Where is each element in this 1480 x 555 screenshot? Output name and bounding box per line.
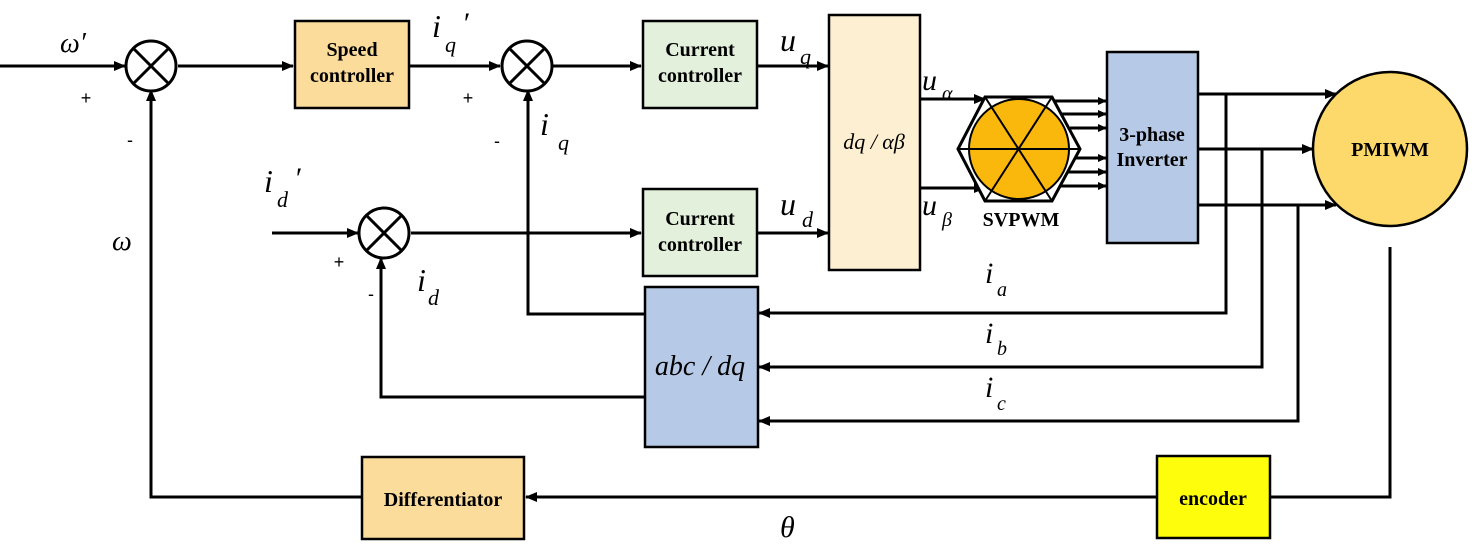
svg-text:i: i (985, 317, 993, 350)
inverter-block: 3-phase Inverter (1105, 50, 1200, 245)
summing-junction-id (357, 206, 411, 260)
svg-text:′: ′ (462, 7, 469, 40)
summing-junction-speed (124, 39, 178, 93)
ib-label: i b (985, 317, 1007, 360)
ic-label: i c (985, 371, 1006, 415)
id-feedback-label: i d (417, 262, 440, 310)
inverter-box (1105, 50, 1200, 245)
current-controller-q-label-2: controller (658, 65, 742, 87)
svg-text:u: u (780, 22, 796, 58)
encoder-label: encoder (1179, 488, 1247, 510)
svg-text:d: d (277, 187, 289, 212)
sign-minus-iq: - (494, 131, 500, 151)
current-controller-d-block: Current controller (641, 187, 759, 278)
svg-text:q: q (445, 32, 456, 57)
svg-text:i: i (432, 8, 441, 44)
wire-id-feedback (376, 257, 645, 399)
svg-text:i: i (985, 257, 993, 290)
summing-junction-iq (500, 39, 554, 93)
svg-text:u: u (780, 186, 796, 222)
dq-alphabeta-label: dq / αβ (843, 129, 905, 154)
svg-text:q: q (800, 44, 811, 69)
dq-alphabeta-box (827, 13, 922, 272)
svg-text:u: u (922, 64, 937, 97)
differentiator-block: Differentiator (360, 455, 526, 541)
differentiator-label: Differentiator (384, 489, 503, 511)
svg-text:β: β (941, 209, 952, 231)
svg-text:d: d (802, 207, 814, 232)
svg-text:′: ′ (294, 162, 301, 195)
speed-controller-label-2: controller (310, 65, 394, 87)
motor-label: PMIWM (1351, 139, 1429, 161)
ubeta-label: u β (922, 189, 952, 231)
current-controller-q-label-1: Current (665, 39, 735, 61)
omega-label: ω (112, 226, 132, 257)
svpwm-block: SVPWM (956, 95, 1082, 231)
speed-controller-block: Speed controller (293, 19, 411, 110)
svg-text:q: q (558, 130, 569, 155)
svg-text:i: i (540, 106, 549, 142)
current-controller-q-block: Current controller (641, 19, 759, 110)
svpwm-label: SVPWM (983, 209, 1060, 231)
svg-text:i: i (417, 262, 426, 298)
svg-text:i: i (985, 371, 993, 404)
theta-label: θ (780, 511, 795, 544)
svg-text:a: a (997, 279, 1007, 301)
svg-text:u: u (922, 189, 937, 222)
ia-label: i a (985, 257, 1007, 301)
current-controller-q-box (641, 19, 759, 110)
svg-text:α: α (942, 83, 953, 105)
svg-text:c: c (997, 393, 1006, 415)
sign-plus-id: + (334, 252, 345, 272)
id-ref-label: i d ′ (264, 162, 301, 212)
motor-circle (1311, 70, 1469, 228)
iq-ref-label: i q ′ (432, 7, 469, 57)
current-controller-d-label-1: Current (665, 208, 735, 230)
wire-ib-feedback (758, 149, 1264, 372)
sign-minus-id: - (368, 284, 374, 304)
svg-text:d: d (428, 285, 440, 310)
sign-plus-speed: + (81, 88, 92, 108)
wire-shaft-to-encoder (1270, 247, 1392, 499)
sign-minus-speed: - (127, 130, 133, 150)
abc-dq-box (643, 285, 760, 449)
current-controller-d-label-2: controller (658, 234, 742, 256)
encoder-block: encoder (1155, 454, 1272, 540)
ud-label: u d (780, 186, 814, 232)
wire-iq-feedback (523, 89, 645, 316)
wire-ic-feedback (758, 205, 1300, 426)
encoder-box (1155, 454, 1272, 540)
omega-ref-label: ω′ (60, 28, 87, 59)
speed-controller-box (293, 19, 411, 110)
current-controller-d-box (641, 187, 759, 278)
signal-wires (0, 61, 1392, 502)
iq-feedback-label: i q (540, 106, 569, 155)
uq-label: u q (780, 22, 811, 69)
wire-ia-feedback (758, 94, 1228, 318)
wire-omega-feedback (146, 89, 361, 499)
inverter-label-1: 3-phase (1119, 124, 1185, 146)
speed-controller-label-1: Speed (326, 39, 377, 61)
sign-plus-iq: + (463, 88, 474, 108)
abc-dq-label: abc / dq (655, 351, 745, 382)
abc-dq-transform-block: abc / dq (643, 285, 760, 449)
ualpha-label: u α (922, 64, 953, 105)
inverter-label-2: Inverter (1116, 149, 1187, 171)
svg-text:i: i (264, 163, 273, 199)
motor-block: PMIWM (1311, 70, 1469, 228)
differentiator-box (360, 455, 526, 541)
dq-alphabeta-transform-block: dq / αβ (827, 13, 922, 272)
svg-text:b: b (997, 338, 1007, 360)
